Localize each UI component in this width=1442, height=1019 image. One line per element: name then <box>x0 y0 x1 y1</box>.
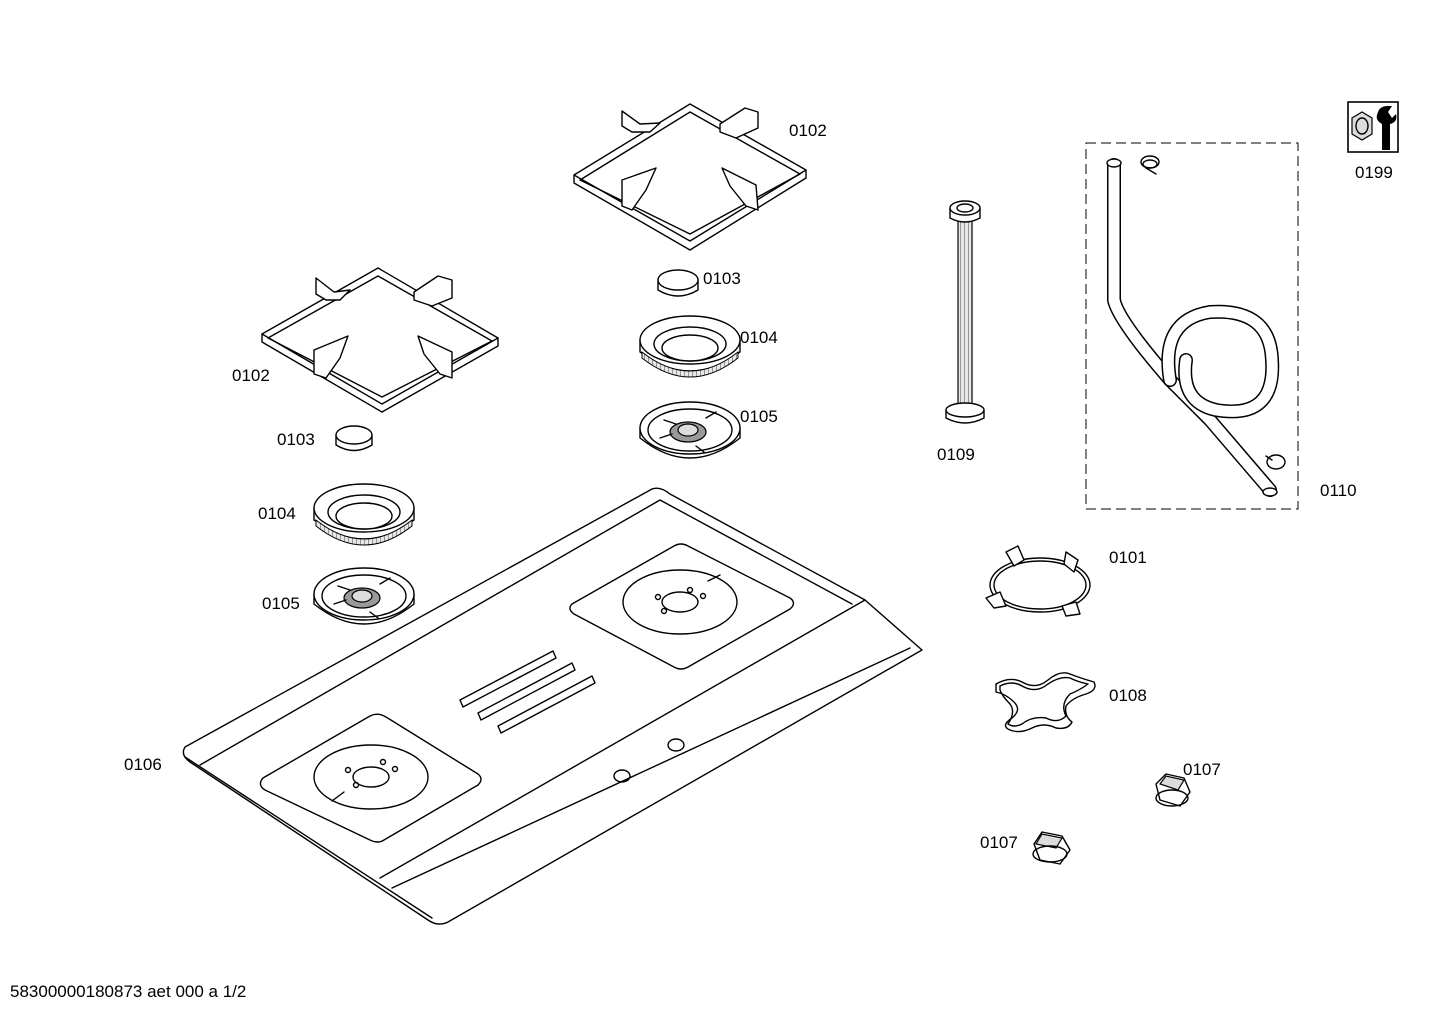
control-knob-upper <box>1155 773 1191 807</box>
hob-plate <box>182 487 923 925</box>
label-burner-cap-left: 0103 <box>277 430 315 449</box>
burner-base-top <box>639 401 741 459</box>
simmer-plate <box>995 672 1096 733</box>
label-wok-ring: 0101 <box>1109 548 1147 567</box>
label-hob-plate: 0106 <box>124 755 162 774</box>
control-knob-lower <box>1032 831 1071 865</box>
burner-ring-left <box>313 483 415 546</box>
label-hose-kit: 0110 <box>1320 481 1357 500</box>
wok-ring <box>985 545 1091 617</box>
label-service-kit: 0199 <box>1355 163 1393 182</box>
gas-pipe <box>945 200 985 424</box>
label-pan-support-left: 0102 <box>232 366 270 385</box>
label-burner-base-top: 0105 <box>740 407 778 426</box>
burner-ring-top <box>639 315 741 378</box>
label-burner-cap-top: 0103 <box>703 269 741 288</box>
label-simmer-plate: 0108 <box>1109 686 1147 705</box>
label-burner-ring-left: 0104 <box>258 504 296 523</box>
label-burner-base-left: 0105 <box>262 594 300 613</box>
wrench-nut-icon <box>1347 101 1399 153</box>
burner-cap-left <box>335 425 373 452</box>
label-pan-support-top: 0102 <box>789 121 827 140</box>
burner-base-left <box>313 567 415 625</box>
label-control-knob-lower: 0107 <box>980 833 1018 852</box>
burner-cap-top <box>657 269 699 297</box>
label-burner-ring-top: 0104 <box>740 328 778 347</box>
pan-support-left <box>261 267 499 413</box>
label-control-knob-upper: 0107 <box>1183 760 1221 779</box>
hose-kit <box>1085 142 1299 510</box>
label-gas-pipe: 0109 <box>937 445 975 464</box>
pan-support-top <box>573 103 807 251</box>
diagram-reference-footer: 58300000180873 aet 000 a 1/2 <box>10 982 247 1001</box>
